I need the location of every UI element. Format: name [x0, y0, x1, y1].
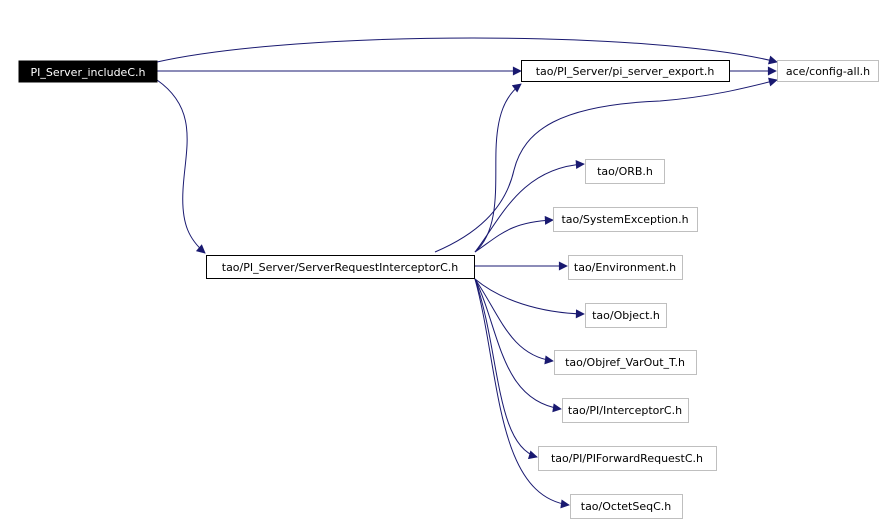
node-root-label: PI_Server_includeC.h [31, 66, 146, 79]
node-object-label: tao/Object.h [592, 309, 660, 322]
node-pi-server-export[interactable]: tao/PI_Server/pi_server_export.h [521, 60, 730, 82]
node-forward-request[interactable]: tao/PI/PIForwardRequestC.h [538, 446, 717, 471]
node-pi-server-export-label: tao/PI_Server/pi_server_export.h [536, 65, 715, 78]
node-server-request-interceptor-label: tao/PI_Server/ServerRequestInterceptorC.… [222, 261, 459, 274]
edge-sri-to-system-exception [474, 215, 554, 253]
node-config-all-label: ace/config-all.h [786, 65, 870, 78]
edge-sri-to-interceptor [474, 278, 562, 413]
edge-sri-to-pi-server-export [474, 83, 522, 253]
edge-sri-to-orb [474, 160, 585, 253]
node-interceptor[interactable]: tao/PI/InterceptorC.h [562, 398, 689, 423]
edge-sri-to-config-all [434, 77, 778, 253]
edge-sri-to-objref-varout [474, 278, 554, 365]
node-environment[interactable]: tao/Environment.h [568, 255, 683, 280]
edges [156, 37, 778, 509]
node-interceptor-label: tao/PI/InterceptorC.h [568, 404, 682, 417]
edge-sri-to-octet-seq [474, 278, 570, 509]
node-object[interactable]: tao/Object.h [585, 303, 667, 328]
edge-sri-to-forward-request [474, 278, 538, 460]
node-forward-request-label: tao/PI/PIForwardRequestC.h [551, 452, 703, 465]
node-system-exception-label: tao/SystemException.h [561, 213, 688, 226]
edge-sri-to-object [474, 278, 585, 319]
node-objref-varout[interactable]: tao/Objref_VarOut_T.h [554, 350, 697, 375]
node-orb-label: tao/ORB.h [597, 165, 653, 178]
node-server-request-interceptor[interactable]: tao/PI_Server/ServerRequestInterceptorC.… [206, 255, 475, 279]
node-objref-varout-label: tao/Objref_VarOut_T.h [565, 356, 685, 369]
node-config-all[interactable]: ace/config-all.h [777, 60, 879, 82]
node-octet-seq-label: tao/OctetSeqC.h [581, 500, 671, 513]
node-octet-seq[interactable]: tao/OctetSeqC.h [570, 494, 683, 519]
node-system-exception[interactable]: tao/SystemException.h [553, 207, 698, 232]
edge-root-to-config-all [156, 37, 778, 65]
node-root[interactable]: PI_Server_includeC.h [18, 60, 158, 83]
node-orb[interactable]: tao/ORB.h [585, 159, 665, 184]
node-environment-label: tao/Environment.h [574, 261, 676, 274]
edge-root-to-server-request-interceptor [156, 79, 206, 254]
